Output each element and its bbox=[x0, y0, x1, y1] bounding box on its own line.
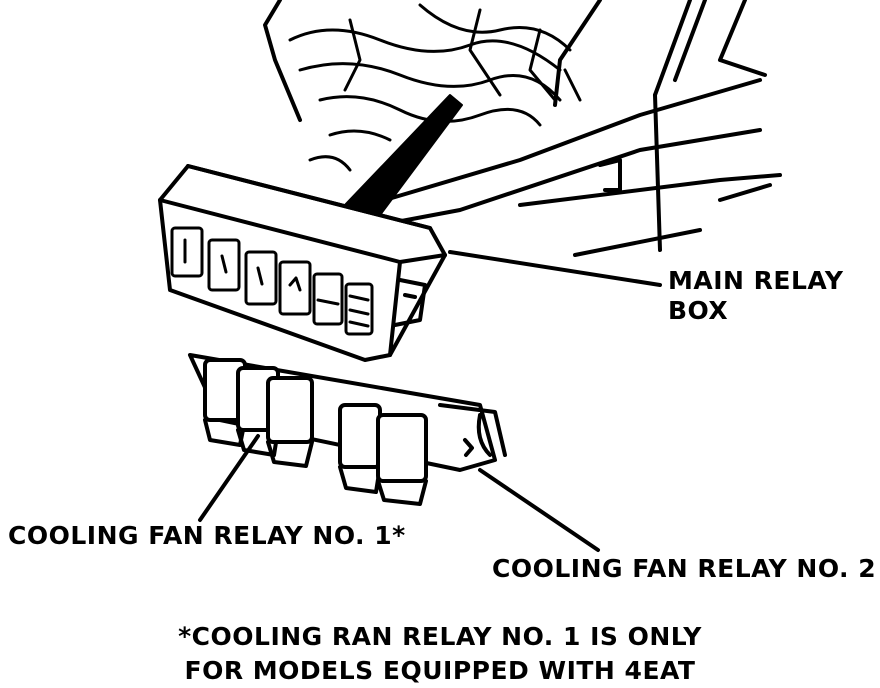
main-relay-box-label-line2: BOX bbox=[668, 296, 729, 325]
cooling-fan-relay-2-label: COOLING FAN RELAY NO. 2 bbox=[492, 554, 877, 583]
leader-lines bbox=[198, 250, 662, 552]
fan-relay-cluster bbox=[188, 353, 507, 506]
relay-block-4 bbox=[338, 403, 382, 494]
engine-bay bbox=[288, 3, 582, 172]
relay-block-3 bbox=[266, 376, 314, 468]
relay-box-slots bbox=[170, 226, 374, 336]
main-relay-box bbox=[158, 164, 447, 362]
footnote: *COOLING RAN RELAY NO. 1 IS ONLY FOR MOD… bbox=[0, 620, 880, 688]
vehicle-outline bbox=[263, 0, 782, 257]
main-relay-box-label-line1: MAIN RELAY bbox=[668, 266, 844, 295]
footnote-line-2: FOR MODELS EQUIPPED WITH 4EAT bbox=[184, 656, 696, 685]
footnote-line-1: *COOLING RAN RELAY NO. 1 IS ONLY bbox=[178, 622, 702, 651]
relay-block-1 bbox=[203, 358, 247, 447]
main-relay-box-label: MAIN RELAY BOX bbox=[668, 266, 843, 326]
relay-block-5 bbox=[376, 413, 428, 506]
cooling-fan-relay-1-label: COOLING FAN RELAY NO. 1* bbox=[8, 521, 406, 550]
